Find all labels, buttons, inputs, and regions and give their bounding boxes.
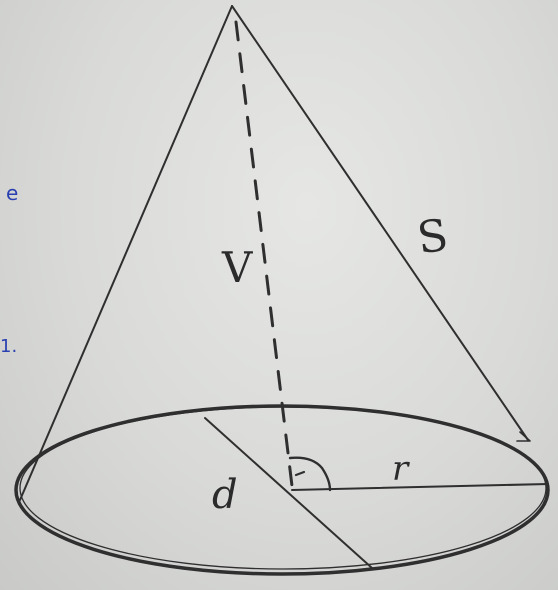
height-label: V bbox=[221, 243, 253, 292]
diameter-label: d bbox=[212, 472, 238, 518]
bleed-mark-2: 1. bbox=[0, 336, 17, 357]
base-ellipse-retrace bbox=[19, 406, 547, 570]
height-line bbox=[234, 20, 294, 488]
right-angle-tick bbox=[294, 470, 306, 477]
radius-line bbox=[291, 483, 549, 491]
base-ellipse bbox=[14, 404, 550, 576]
cone-right-side bbox=[231, 5, 529, 441]
bleed-mark-1: e bbox=[6, 181, 18, 205]
slant-label: S bbox=[414, 210, 451, 265]
slant-arrowhead bbox=[516, 431, 531, 442]
right-angle-arc bbox=[288, 456, 332, 492]
radius-label: r bbox=[392, 449, 410, 489]
cone-left-side bbox=[19, 5, 233, 501]
diameter-line bbox=[204, 417, 373, 569]
